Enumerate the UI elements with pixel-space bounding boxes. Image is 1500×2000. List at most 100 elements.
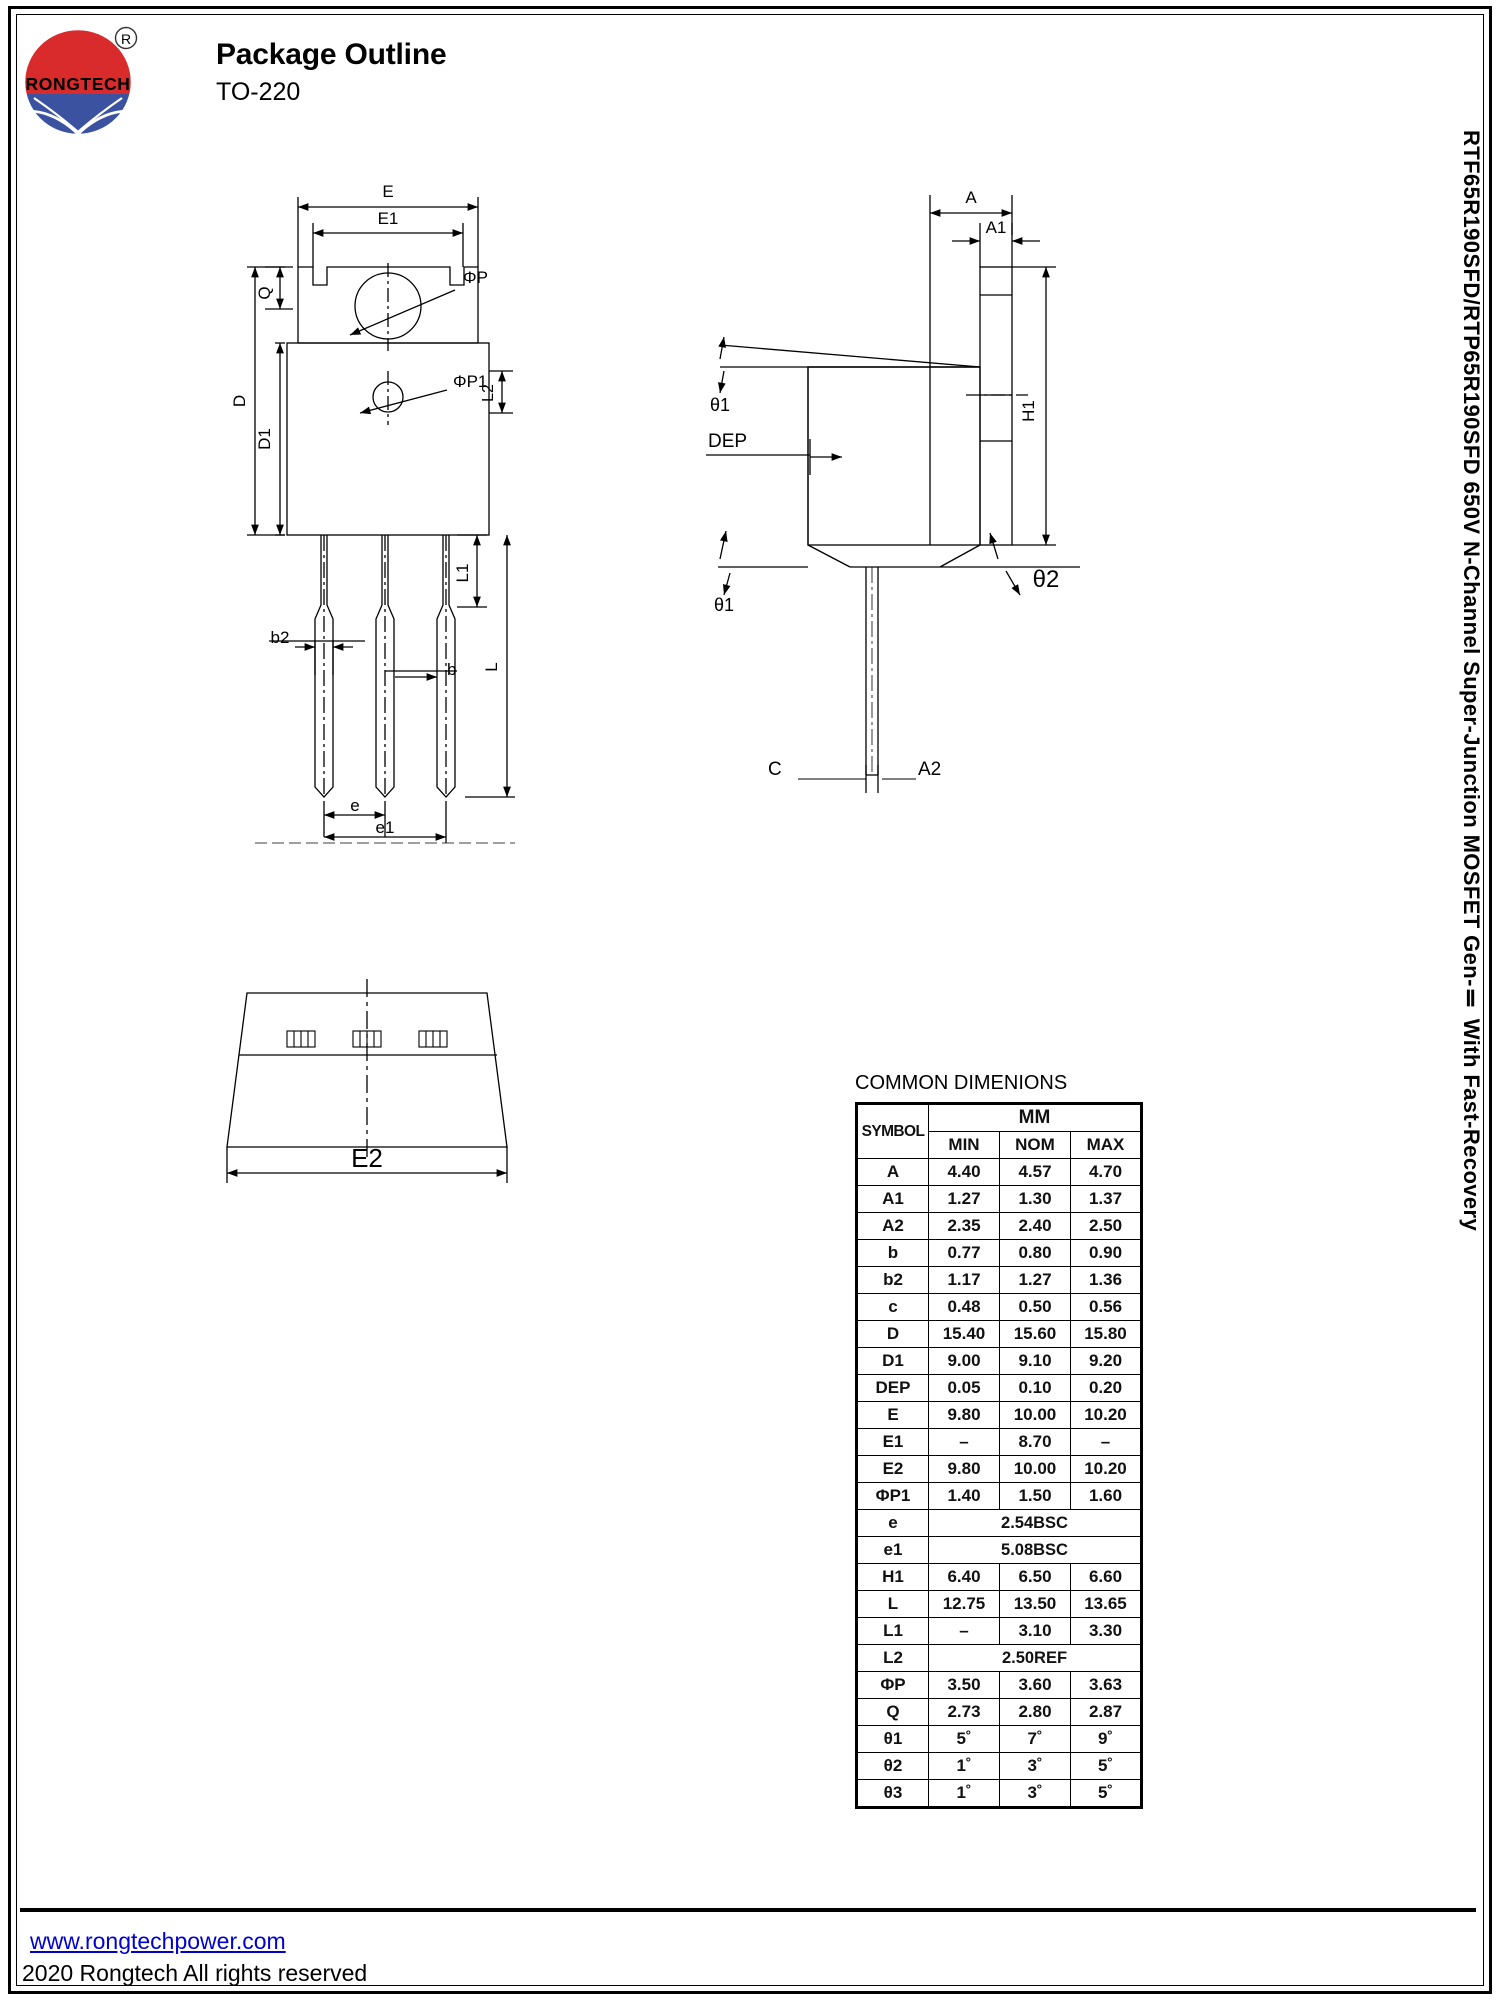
cell-nom: 0.50 xyxy=(999,1293,1071,1321)
svg-text:Q: Q xyxy=(255,286,274,299)
cell-max: 2.87 xyxy=(1070,1698,1142,1726)
cell-symbol: E2 xyxy=(856,1455,929,1483)
cell-symbol: H1 xyxy=(856,1563,929,1591)
table-head-row-cols: MIN NOM MAX xyxy=(857,1131,1142,1159)
cell-max: 3.63 xyxy=(1070,1671,1142,1699)
cell-min: 9.80 xyxy=(928,1401,1000,1429)
cell-max: 0.56 xyxy=(1070,1293,1142,1321)
cell-max: 10.20 xyxy=(1070,1455,1142,1483)
svg-text:D: D xyxy=(230,395,249,407)
table-head-row-unit: SYMBOL MM xyxy=(856,1103,1142,1159)
copyright-text: 2020 Rongtech All rights reserved xyxy=(22,1960,368,1986)
bottom-view-svg: E2 xyxy=(226,979,508,1183)
cell-min: – xyxy=(928,1617,1000,1645)
website-link[interactable]: www.rongtechpower.com xyxy=(30,1928,286,1954)
cell-nom: 4.57 xyxy=(999,1158,1071,1186)
cell-max: 0.90 xyxy=(1070,1239,1142,1267)
cell-nom: 3.10 xyxy=(999,1617,1071,1645)
svg-text:L2: L2 xyxy=(480,384,497,402)
cell-min: 12.75 xyxy=(928,1590,1000,1618)
svg-text:A2: A2 xyxy=(918,759,941,780)
package-name: TO-220 xyxy=(216,78,301,106)
cell-nom: 3˚ xyxy=(999,1779,1071,1808)
svg-text:θ1: θ1 xyxy=(714,595,734,615)
page-title: Package Outline xyxy=(216,38,447,71)
cell-min: 1.27 xyxy=(928,1185,1000,1213)
col-header-max: MAX xyxy=(1070,1131,1142,1159)
cell-symbol: DEP xyxy=(856,1374,929,1402)
cell-nom: 2.40 xyxy=(999,1212,1071,1240)
cell-symbol: D xyxy=(856,1320,929,1348)
cell-symbol: e xyxy=(856,1509,929,1537)
cell-max: 1.36 xyxy=(1070,1266,1142,1294)
cell-symbol: ΦP1 xyxy=(856,1482,929,1510)
page-border-inner xyxy=(16,14,1484,1986)
cell-symbol: A1 xyxy=(856,1185,929,1213)
cell-nom: 13.50 xyxy=(999,1590,1071,1618)
cell-nom: 10.00 xyxy=(999,1455,1071,1483)
cell-span-value: 2.50REF xyxy=(928,1644,1142,1672)
table-row: E1–8.70– xyxy=(856,1428,1142,1456)
svg-text:A1: A1 xyxy=(986,218,1007,237)
cell-span-value: 2.54BSC xyxy=(928,1509,1142,1537)
cell-min: 6.40 xyxy=(928,1563,1000,1591)
registered-trademark-icon: R xyxy=(114,26,138,50)
svg-text:e1: e1 xyxy=(376,818,395,837)
cell-max: 5˚ xyxy=(1070,1779,1142,1808)
col-header-symbol: SYMBOL xyxy=(856,1103,929,1159)
cell-nom: 3˚ xyxy=(999,1752,1071,1780)
svg-text:H1: H1 xyxy=(1019,400,1038,422)
cell-symbol: L1 xyxy=(856,1617,929,1645)
cell-max: 1.37 xyxy=(1070,1185,1142,1213)
svg-text:C: C xyxy=(768,759,782,780)
cell-min: 2.35 xyxy=(928,1212,1000,1240)
svg-text:θ2: θ2 xyxy=(1033,566,1060,593)
front-view-drawing: E E1 Q D D1 xyxy=(225,175,545,855)
svg-text:e: e xyxy=(350,796,359,815)
cell-symbol: ΦP xyxy=(856,1671,929,1699)
svg-text:A: A xyxy=(965,188,977,207)
cell-symbol: θ2 xyxy=(856,1752,929,1780)
side-view-svg: A A1 H1 θ1 DEP xyxy=(706,188,1080,793)
cell-max: 10.20 xyxy=(1070,1401,1142,1429)
cell-nom: 1.27 xyxy=(999,1266,1071,1294)
cell-span-value: 5.08BSC xyxy=(928,1536,1142,1564)
cell-nom: 10.00 xyxy=(999,1401,1071,1429)
cell-nom: 7˚ xyxy=(999,1725,1071,1753)
page-border-outer xyxy=(8,6,1492,1994)
cell-symbol: A2 xyxy=(856,1212,929,1240)
side-view-drawing: A A1 H1 θ1 DEP xyxy=(690,175,1110,815)
svg-text:b: b xyxy=(447,660,456,679)
rongtech-logo: RONGTECH R xyxy=(20,20,144,138)
logo-graphic: RONGTECH R xyxy=(24,26,138,135)
table-caption: COMMON DIMENIONS xyxy=(855,1072,1068,1094)
cell-max: 2.50 xyxy=(1070,1212,1142,1240)
cell-symbol: L xyxy=(856,1590,929,1618)
cell-symbol: E xyxy=(856,1401,929,1429)
svg-text:D1: D1 xyxy=(255,428,274,450)
cell-max: 6.60 xyxy=(1070,1563,1142,1591)
cell-min: 15.40 xyxy=(928,1320,1000,1348)
cell-max: 5˚ xyxy=(1070,1752,1142,1780)
cell-min: 1.17 xyxy=(928,1266,1000,1294)
document-side-title: RTF65R190SFD/RTP65R190SFD 650V N-Channel… xyxy=(1459,130,1484,1232)
cell-symbol: θ1 xyxy=(856,1725,929,1753)
cell-max: 13.65 xyxy=(1070,1590,1142,1618)
cell-symbol: e1 xyxy=(856,1536,929,1564)
svg-text:ΦP1: ΦP1 xyxy=(453,372,487,391)
cell-nom: 15.60 xyxy=(999,1320,1071,1348)
